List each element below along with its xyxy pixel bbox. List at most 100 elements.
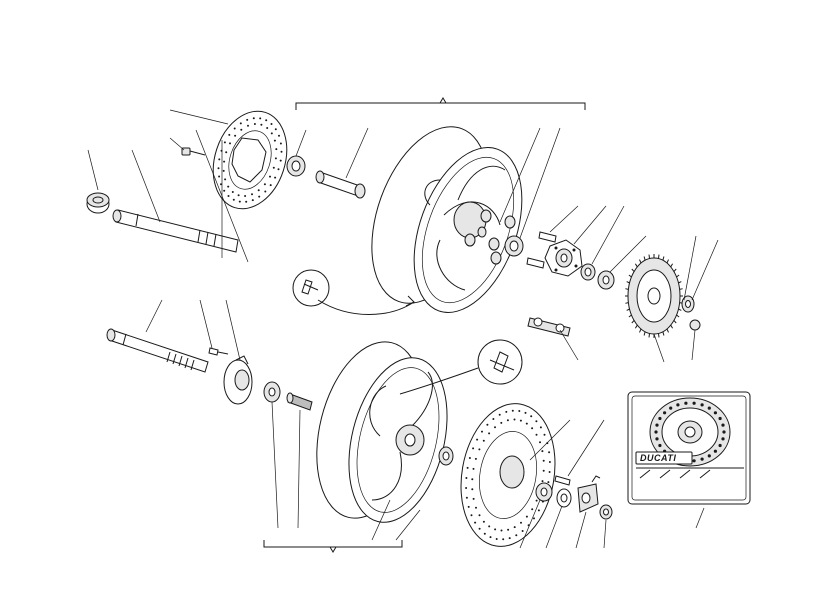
front-clamp-bolt [208,347,229,356]
drill-hole [541,450,544,453]
drill-hole [502,538,505,541]
sprocket-carrier [544,239,583,277]
sprocket-tooth [643,331,646,336]
drill-hole [279,142,282,145]
drill-hole [684,401,688,405]
front-axle-nut [599,504,613,520]
drill-hole [247,124,249,127]
drill-hole [269,184,272,187]
drill-hole [465,487,468,489]
drill-hole [223,141,226,144]
drill-hole [245,200,248,203]
drill-hole [471,488,474,491]
drill-hole [471,478,474,481]
drill-hole [472,447,475,450]
drill-hole [488,432,491,435]
drill-hole [663,411,667,415]
rear-axle-nut [86,192,110,214]
drill-hole [535,433,538,436]
drill-hole [548,451,551,454]
drill-hole [270,132,273,135]
front-collar [535,482,553,502]
sprocket-tooth [648,333,650,338]
drill-hole [492,418,495,420]
sprocket-tooth [648,254,650,259]
drill-hole [232,198,235,201]
drill-hole [508,537,511,540]
drill-hole [474,521,477,524]
rear-wheel-bracket [295,97,586,110]
drill-hole [234,134,237,137]
front-bearing [263,381,281,403]
drill-hole [513,418,516,421]
sprocket-tooth [679,288,683,290]
rear-sprocket [625,254,683,338]
sprocket-tooth [634,263,638,268]
drill-hole [547,481,550,484]
drill-hole [472,467,475,470]
drill-hole [227,195,230,197]
drill-hole [228,133,231,136]
drill-hole [274,157,277,160]
sprocket-nut [689,319,701,331]
sprocket-tooth [662,331,665,336]
front-axle [106,328,209,373]
drill-hole [472,497,475,500]
chain-link [527,317,571,337]
drill-hole [269,175,271,178]
drill-hole [274,128,277,131]
drill-hole [272,166,275,169]
drill-hole [535,499,538,502]
drill-hole [478,448,481,451]
drill-hole [223,160,226,163]
drill-hole [466,466,469,469]
drill-hole [227,185,230,188]
drill-hole [274,176,277,179]
drill-hole [224,178,227,181]
drill-hole [537,509,540,512]
drill-hole [465,496,468,499]
drill-hole [530,415,533,418]
front-disc-bolt [554,475,571,486]
drill-hole [223,189,226,192]
sprocket-tooth [643,256,646,261]
rear-bearing [286,155,306,177]
drill-hole [468,457,471,459]
drill-hole [251,193,253,196]
sprocket-tooth [625,302,629,304]
drill-hole [280,150,283,153]
decal-panel: DUCATI [627,391,751,505]
drill-hole [655,423,659,427]
drill-hole [519,419,522,422]
rear-axle [112,209,239,253]
sprocket-tooth [673,268,677,272]
drill-hole [505,410,508,413]
drill-hole [483,532,486,535]
carrier-bearing-a [580,263,596,281]
drill-hole [278,134,280,137]
drill-hole [240,128,243,131]
drill-hole [218,158,221,161]
drill-hole [478,514,481,517]
sprocket-tooth [631,320,635,324]
drill-hole [279,159,282,162]
sprocket-tooth [628,314,632,318]
front-brake-disc [460,403,556,547]
drill-hole [658,443,662,448]
front-washer [556,488,572,508]
drill-hole [533,517,535,520]
drill-hole [525,515,528,518]
sprocket-tooth [626,281,630,284]
drill-hole [263,183,266,186]
sprocket-washer [681,295,695,313]
drill-hole [229,142,231,145]
drill-hole [489,536,492,539]
drill-hole [482,439,485,442]
drill-hole [707,454,711,458]
drill-hole [669,406,673,410]
drill-hole [494,528,497,531]
drill-hole [543,433,546,436]
drill-hole [257,189,260,192]
rear-hub-studs [464,209,516,265]
